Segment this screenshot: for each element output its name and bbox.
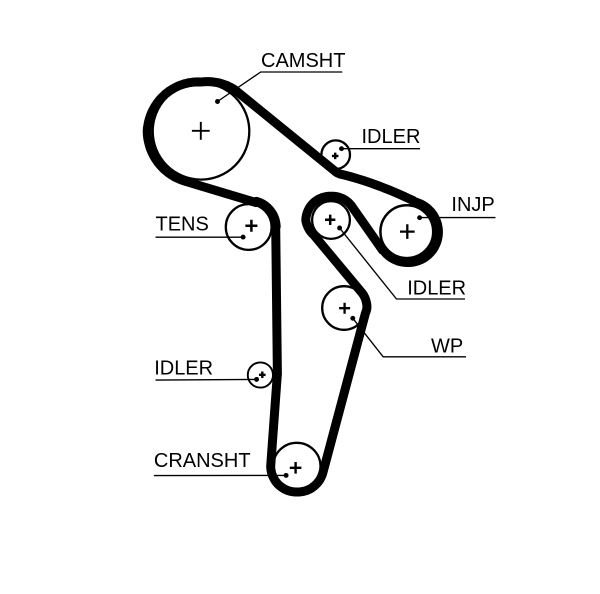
svg-text:IDLER: IDLER bbox=[407, 278, 466, 300]
svg-text:IDLER: IDLER bbox=[154, 357, 213, 379]
svg-text:INJP: INJP bbox=[451, 194, 494, 216]
svg-text:WP: WP bbox=[431, 335, 463, 357]
svg-text:IDLER: IDLER bbox=[362, 126, 421, 148]
svg-text:CRANSHT: CRANSHT bbox=[154, 450, 251, 472]
svg-text:CAMSHT: CAMSHT bbox=[261, 50, 345, 72]
svg-text:TENS: TENS bbox=[156, 214, 209, 236]
